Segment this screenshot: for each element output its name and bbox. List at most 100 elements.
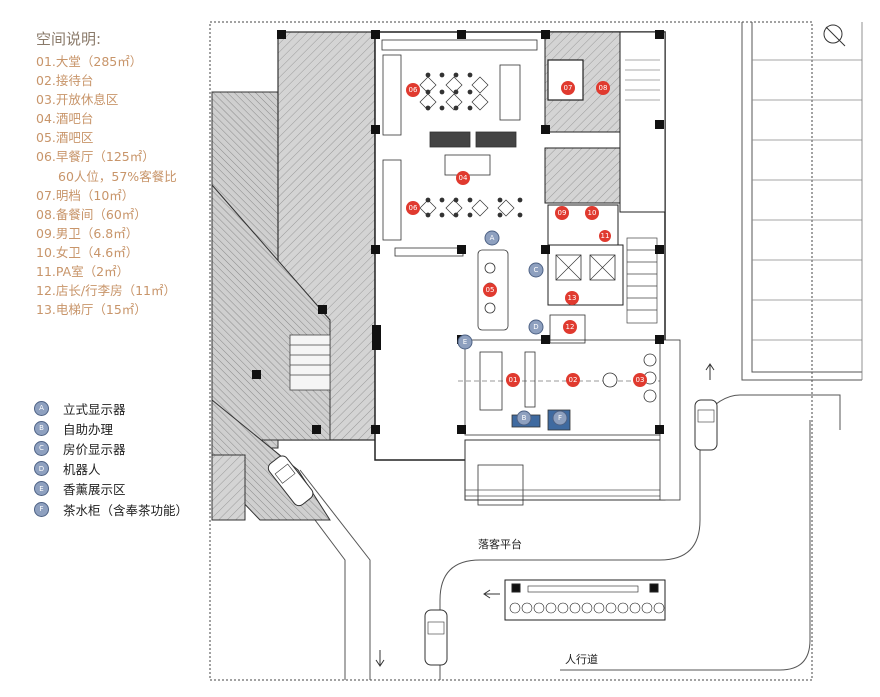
stair-block bbox=[289, 334, 331, 391]
device-legend-label: 房价显示器 bbox=[63, 441, 126, 457]
device-marker-icon: B bbox=[34, 420, 49, 436]
device-legend-item: C 房价显示器 bbox=[34, 438, 188, 458]
elevator-1 bbox=[555, 254, 582, 281]
space-markers: 01 02 03 04 05 06 06 07 08 09 10 11 12 1… bbox=[406, 81, 647, 387]
structural-columns bbox=[252, 30, 664, 434]
device-marker-icon: E bbox=[34, 481, 49, 497]
car-icon bbox=[267, 455, 314, 507]
device-legend-item: B 自助办理 bbox=[34, 418, 188, 438]
space-legend-item: 07.明档（10㎡） bbox=[36, 187, 135, 203]
svg-text:04: 04 bbox=[459, 174, 468, 182]
svg-text:06: 06 bbox=[409, 86, 418, 94]
planter-box bbox=[504, 579, 666, 621]
parking-area bbox=[741, 22, 863, 381]
space-marker-10: 10 bbox=[585, 206, 599, 220]
device-marker-B: B bbox=[516, 410, 532, 426]
svg-text:F: F bbox=[558, 414, 562, 422]
svg-text:E: E bbox=[463, 338, 467, 346]
sidewalk-label: 人行道 bbox=[565, 652, 598, 666]
device-marker-F: F bbox=[552, 410, 568, 426]
svg-text:11: 11 bbox=[601, 232, 610, 240]
space-marker-12: 12 bbox=[563, 320, 577, 334]
site-boundary bbox=[209, 21, 813, 681]
exterior-stair bbox=[626, 237, 658, 324]
space-legend-item: 04.酒吧台 bbox=[36, 111, 94, 127]
svg-text:B: B bbox=[522, 414, 527, 422]
device-legend-label: 香薰展示区 bbox=[63, 482, 126, 498]
svg-text:07: 07 bbox=[564, 84, 573, 92]
space-marker-13: 13 bbox=[565, 291, 579, 305]
svg-text:12: 12 bbox=[566, 323, 575, 331]
north-arrow-icon bbox=[823, 24, 846, 47]
east-corridor bbox=[659, 339, 681, 501]
space-legend-item: 06.早餐厅（125㎡） bbox=[36, 149, 155, 165]
space-marker-08: 08 bbox=[596, 81, 610, 95]
device-legend-item: A 立式显示器 bbox=[34, 398, 188, 418]
space-legend-item: 05.酒吧区 bbox=[36, 130, 94, 146]
device-legend-label: 茶水柜（含奉茶功能） bbox=[63, 502, 189, 518]
svg-text:C: C bbox=[534, 266, 539, 274]
breakfast-tables bbox=[381, 39, 538, 257]
space-legend: 01.大堂（285㎡） 02.接待台 03.开放休息区 04.酒吧台 05.酒吧… bbox=[36, 52, 177, 319]
svg-text:03: 03 bbox=[636, 376, 645, 384]
space-legend-item: 11.PA室（2㎡） bbox=[36, 264, 130, 280]
svg-text:13: 13 bbox=[568, 294, 577, 302]
legend-title: 空间说明: bbox=[36, 30, 102, 48]
space-marker-06a: 06 bbox=[406, 83, 420, 97]
space-legend-item: 13.电梯厅（15㎡） bbox=[36, 302, 147, 318]
car-icon bbox=[694, 399, 718, 451]
device-legend: A 立式显示器 B 自助办理 C 房价显示器 D 机器人 E 香薰展示区 F 茶… bbox=[34, 398, 188, 519]
device-marker-A: A bbox=[484, 230, 500, 246]
device-legend-item: E 香薰展示区 bbox=[34, 479, 188, 499]
device-marker-icon: A bbox=[34, 400, 49, 416]
device-marker-C: C bbox=[528, 262, 544, 278]
device-legend-label: 机器人 bbox=[63, 462, 101, 478]
space-marker-04: 04 bbox=[456, 171, 470, 185]
road-arrows bbox=[375, 363, 715, 667]
svg-text:05: 05 bbox=[486, 286, 495, 294]
device-marker-E: E bbox=[457, 334, 473, 350]
space-marker-09: 09 bbox=[555, 206, 569, 220]
space-legend-item: 08.备餐间（60㎡） bbox=[36, 206, 147, 222]
device-marker-icon: F bbox=[34, 501, 49, 517]
device-legend-label: 自助办理 bbox=[63, 421, 114, 437]
bar-area-furniture bbox=[477, 249, 586, 411]
device-marker-D: D bbox=[528, 319, 544, 335]
device-marker-icon: D bbox=[34, 461, 49, 477]
entrance-canopy bbox=[464, 439, 666, 501]
back-room bbox=[544, 147, 621, 204]
device-legend-item: D 机器人 bbox=[34, 459, 188, 479]
drop-off-label: 落客平台 bbox=[478, 537, 522, 551]
space-legend-item: 01.大堂（285㎡） bbox=[36, 54, 143, 69]
svg-text:06: 06 bbox=[409, 204, 418, 212]
space-marker-07: 07 bbox=[561, 81, 575, 95]
space-legend-item: 03.开放休息区 bbox=[36, 92, 119, 108]
space-legend-item: 09.男卫（6.8㎡） bbox=[36, 225, 139, 241]
space-legend-item: 12.店长/行李房（11㎡） bbox=[36, 283, 176, 299]
device-legend-item: F 茶水柜（含奉茶功能） bbox=[34, 499, 188, 519]
revolving-door bbox=[477, 464, 524, 506]
device-markers: A B C D E F bbox=[457, 230, 568, 426]
svg-text:A: A bbox=[490, 234, 495, 242]
space-marker-06b: 06 bbox=[406, 201, 420, 215]
elevator-2 bbox=[589, 254, 616, 281]
svg-text:09: 09 bbox=[558, 209, 567, 217]
svg-text:01: 01 bbox=[509, 376, 518, 384]
car-icon bbox=[424, 609, 448, 666]
space-marker-03: 03 bbox=[633, 373, 647, 387]
svg-text:02: 02 bbox=[569, 376, 578, 384]
device-legend-label: 立式显示器 bbox=[63, 401, 126, 417]
space-legend-note: 60人位，57%客餐比 bbox=[58, 168, 177, 184]
svg-text:D: D bbox=[533, 323, 538, 331]
elevator-hall bbox=[547, 244, 624, 306]
parking-small-block bbox=[211, 454, 246, 521]
space-legend-item: 02.接待台 bbox=[36, 73, 94, 89]
space-marker-01: 01 bbox=[506, 373, 520, 387]
svg-text:08: 08 bbox=[599, 84, 608, 92]
space-marker-02: 02 bbox=[566, 373, 580, 387]
space-marker-05: 05 bbox=[483, 283, 497, 297]
device-marker-icon: C bbox=[34, 440, 49, 456]
space-marker-11: 11 bbox=[599, 230, 611, 242]
svg-text:10: 10 bbox=[588, 209, 597, 217]
